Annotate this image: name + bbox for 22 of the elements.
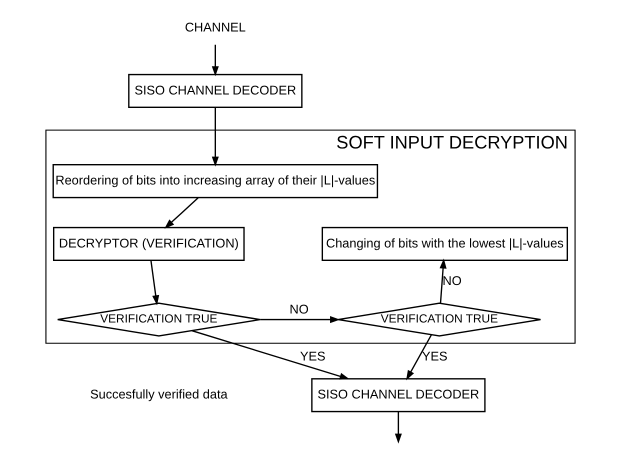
node-box: SISO CHANNEL DECODER (128, 74, 303, 108)
arrow (150, 260, 160, 306)
arrow (406, 334, 432, 380)
arrow (212, 108, 219, 167)
edge-label: YES (422, 348, 448, 364)
arrow (260, 316, 340, 324)
arrow (192, 330, 350, 380)
node-text: CHANNEL (184, 20, 246, 34)
node-box: DECRYPTOR (VERIFICATION) (52, 226, 245, 262)
edge-label: YES (300, 348, 326, 364)
edge-label: NO (442, 273, 462, 288)
arrow (164, 197, 199, 229)
arrow (440, 258, 447, 304)
edge-label: NO (290, 301, 309, 316)
node-box: Changing of bits with the lowest |L|-values (322, 226, 568, 262)
arrow (212, 44, 219, 76)
label: Succesfully verified data (90, 386, 228, 402)
arrow (394, 412, 402, 444)
node-diamond: VERIFICATION TRUE (338, 302, 542, 337)
node-box: SISO CHANNEL DECODER (311, 378, 486, 412)
node-diamond: VERIFICATION TRUE (57, 302, 261, 337)
node-box: Reordering of bits into increasing array of their |L|-values (52, 164, 378, 198)
